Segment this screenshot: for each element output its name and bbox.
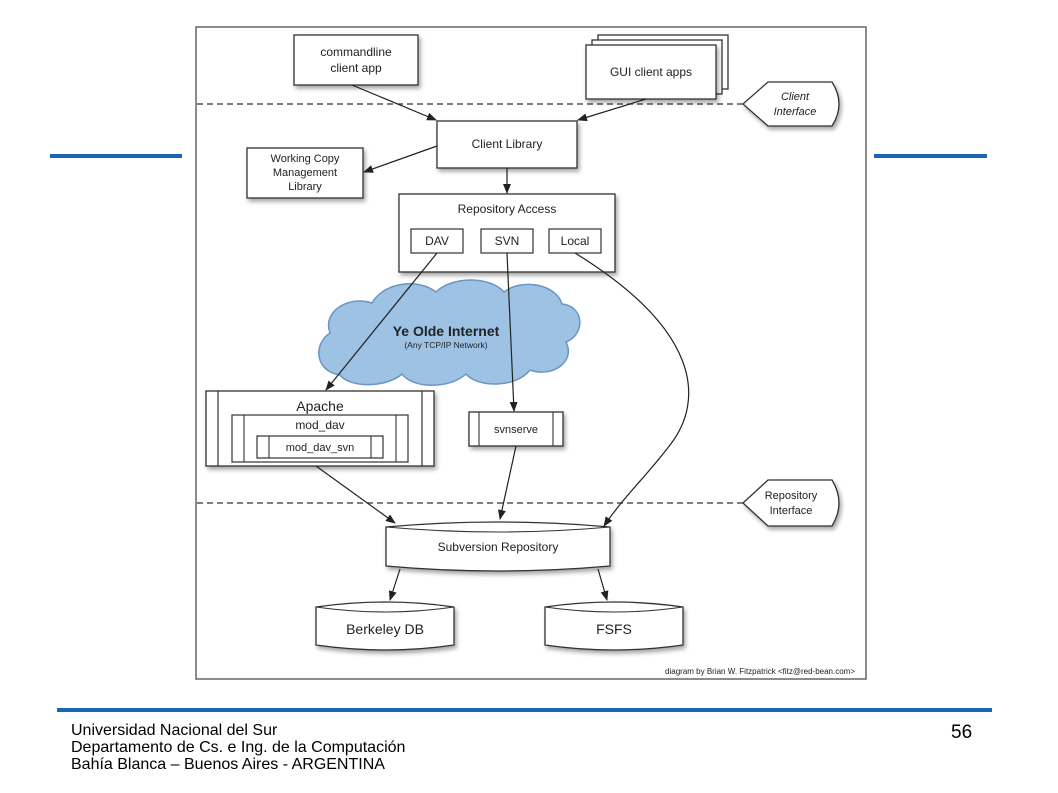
apache-label: Apache xyxy=(296,398,344,414)
mod-dav-svn-box xyxy=(256,435,384,459)
repository-interface-tag: Repository Interface xyxy=(742,479,840,527)
mod-dav-svn-label: mod_dav_svn xyxy=(286,442,355,454)
dav-label: DAV xyxy=(425,234,449,248)
svn-label: SVN xyxy=(495,234,520,248)
arrow-repository-to-berkeley xyxy=(388,568,401,601)
commandline-client-node: commandline client app xyxy=(293,34,419,86)
svnserve-label: svnserve xyxy=(494,424,538,436)
commandline-label-2: client app xyxy=(330,61,382,75)
page-number: 56 xyxy=(951,722,973,743)
diagram-credit: diagram by Brian W. Fitzpatrick <fitz@re… xyxy=(665,667,855,676)
repository-interface-label-1: Repository xyxy=(765,490,818,502)
footer: Universidad Nacional del Sur Departament… xyxy=(71,722,405,773)
client-interface-label-1: Client xyxy=(781,91,810,103)
footer-line-location: Bahía Blanca – Buenos Aires - ARGENTINA xyxy=(71,756,385,773)
local-box xyxy=(548,228,602,254)
internet-cloud: Ye Olde Internet (Any TCP/IP Network) xyxy=(318,279,581,386)
client-library-label: Client Library xyxy=(472,137,543,151)
gui-label: GUI client apps xyxy=(610,65,692,79)
connectors xyxy=(315,84,690,601)
arrow-local-to-repository xyxy=(574,252,690,527)
fsfs-label: FSFS xyxy=(596,621,632,637)
working-copy-label-3: Library xyxy=(288,181,322,193)
repository-interface-label-2: Interface xyxy=(770,505,813,517)
arrow-client-library-to-working-copy xyxy=(363,145,438,173)
commandline-label-1: commandline xyxy=(320,45,392,59)
gui-client-node: GUI client apps xyxy=(585,34,729,100)
footer-line-department: Departamento de Cs. e Ing. de la Computa… xyxy=(71,739,406,756)
svnserve-node: svnserve xyxy=(468,411,564,447)
subversion-repository-node: Subversion Repository xyxy=(385,521,611,572)
arrow-apache-to-repository xyxy=(315,465,396,524)
client-interface-tag: Client Interface xyxy=(742,81,840,127)
fsfs-node: FSFS xyxy=(544,601,684,651)
arrow-svnserve-to-repository xyxy=(498,445,517,520)
arrow-svn-to-svnserve xyxy=(506,252,518,412)
bottom-rule xyxy=(57,708,992,712)
repository-access-label: Repository Access xyxy=(458,202,557,216)
arrow-gui-to-client-library xyxy=(577,98,647,122)
apache-node: Apache mod_dav mod_dav_svn xyxy=(205,390,435,467)
working-copy-label-1: Working Copy xyxy=(271,153,340,165)
arrow-dav-to-apache xyxy=(325,252,438,391)
repository-access-node: Repository Access DAV SVN Local xyxy=(398,193,616,273)
local-label: Local xyxy=(561,234,590,248)
client-interface-label-2: Interface xyxy=(774,106,817,118)
internet-subtitle: (Any TCP/IP Network) xyxy=(404,340,487,350)
berkeley-db-label: Berkeley DB xyxy=(346,621,424,637)
internet-title: Ye Olde Internet xyxy=(393,323,500,339)
client-library-node: Client Library xyxy=(436,120,578,169)
footer-line-university: Universidad Nacional del Sur xyxy=(71,722,278,739)
working-copy-node: Working Copy Management Library xyxy=(246,147,364,199)
arrow-commandline-to-client-library xyxy=(351,84,437,121)
mod-dav-label: mod_dav xyxy=(295,418,344,432)
arrow-repository-to-fsfs xyxy=(597,568,609,601)
top-rule-right xyxy=(874,154,987,158)
top-rule-left xyxy=(50,154,182,158)
working-copy-label-2: Management xyxy=(273,167,337,179)
berkeley-db-node: Berkeley DB xyxy=(315,601,455,651)
subversion-repository-label: Subversion Repository xyxy=(438,540,559,554)
